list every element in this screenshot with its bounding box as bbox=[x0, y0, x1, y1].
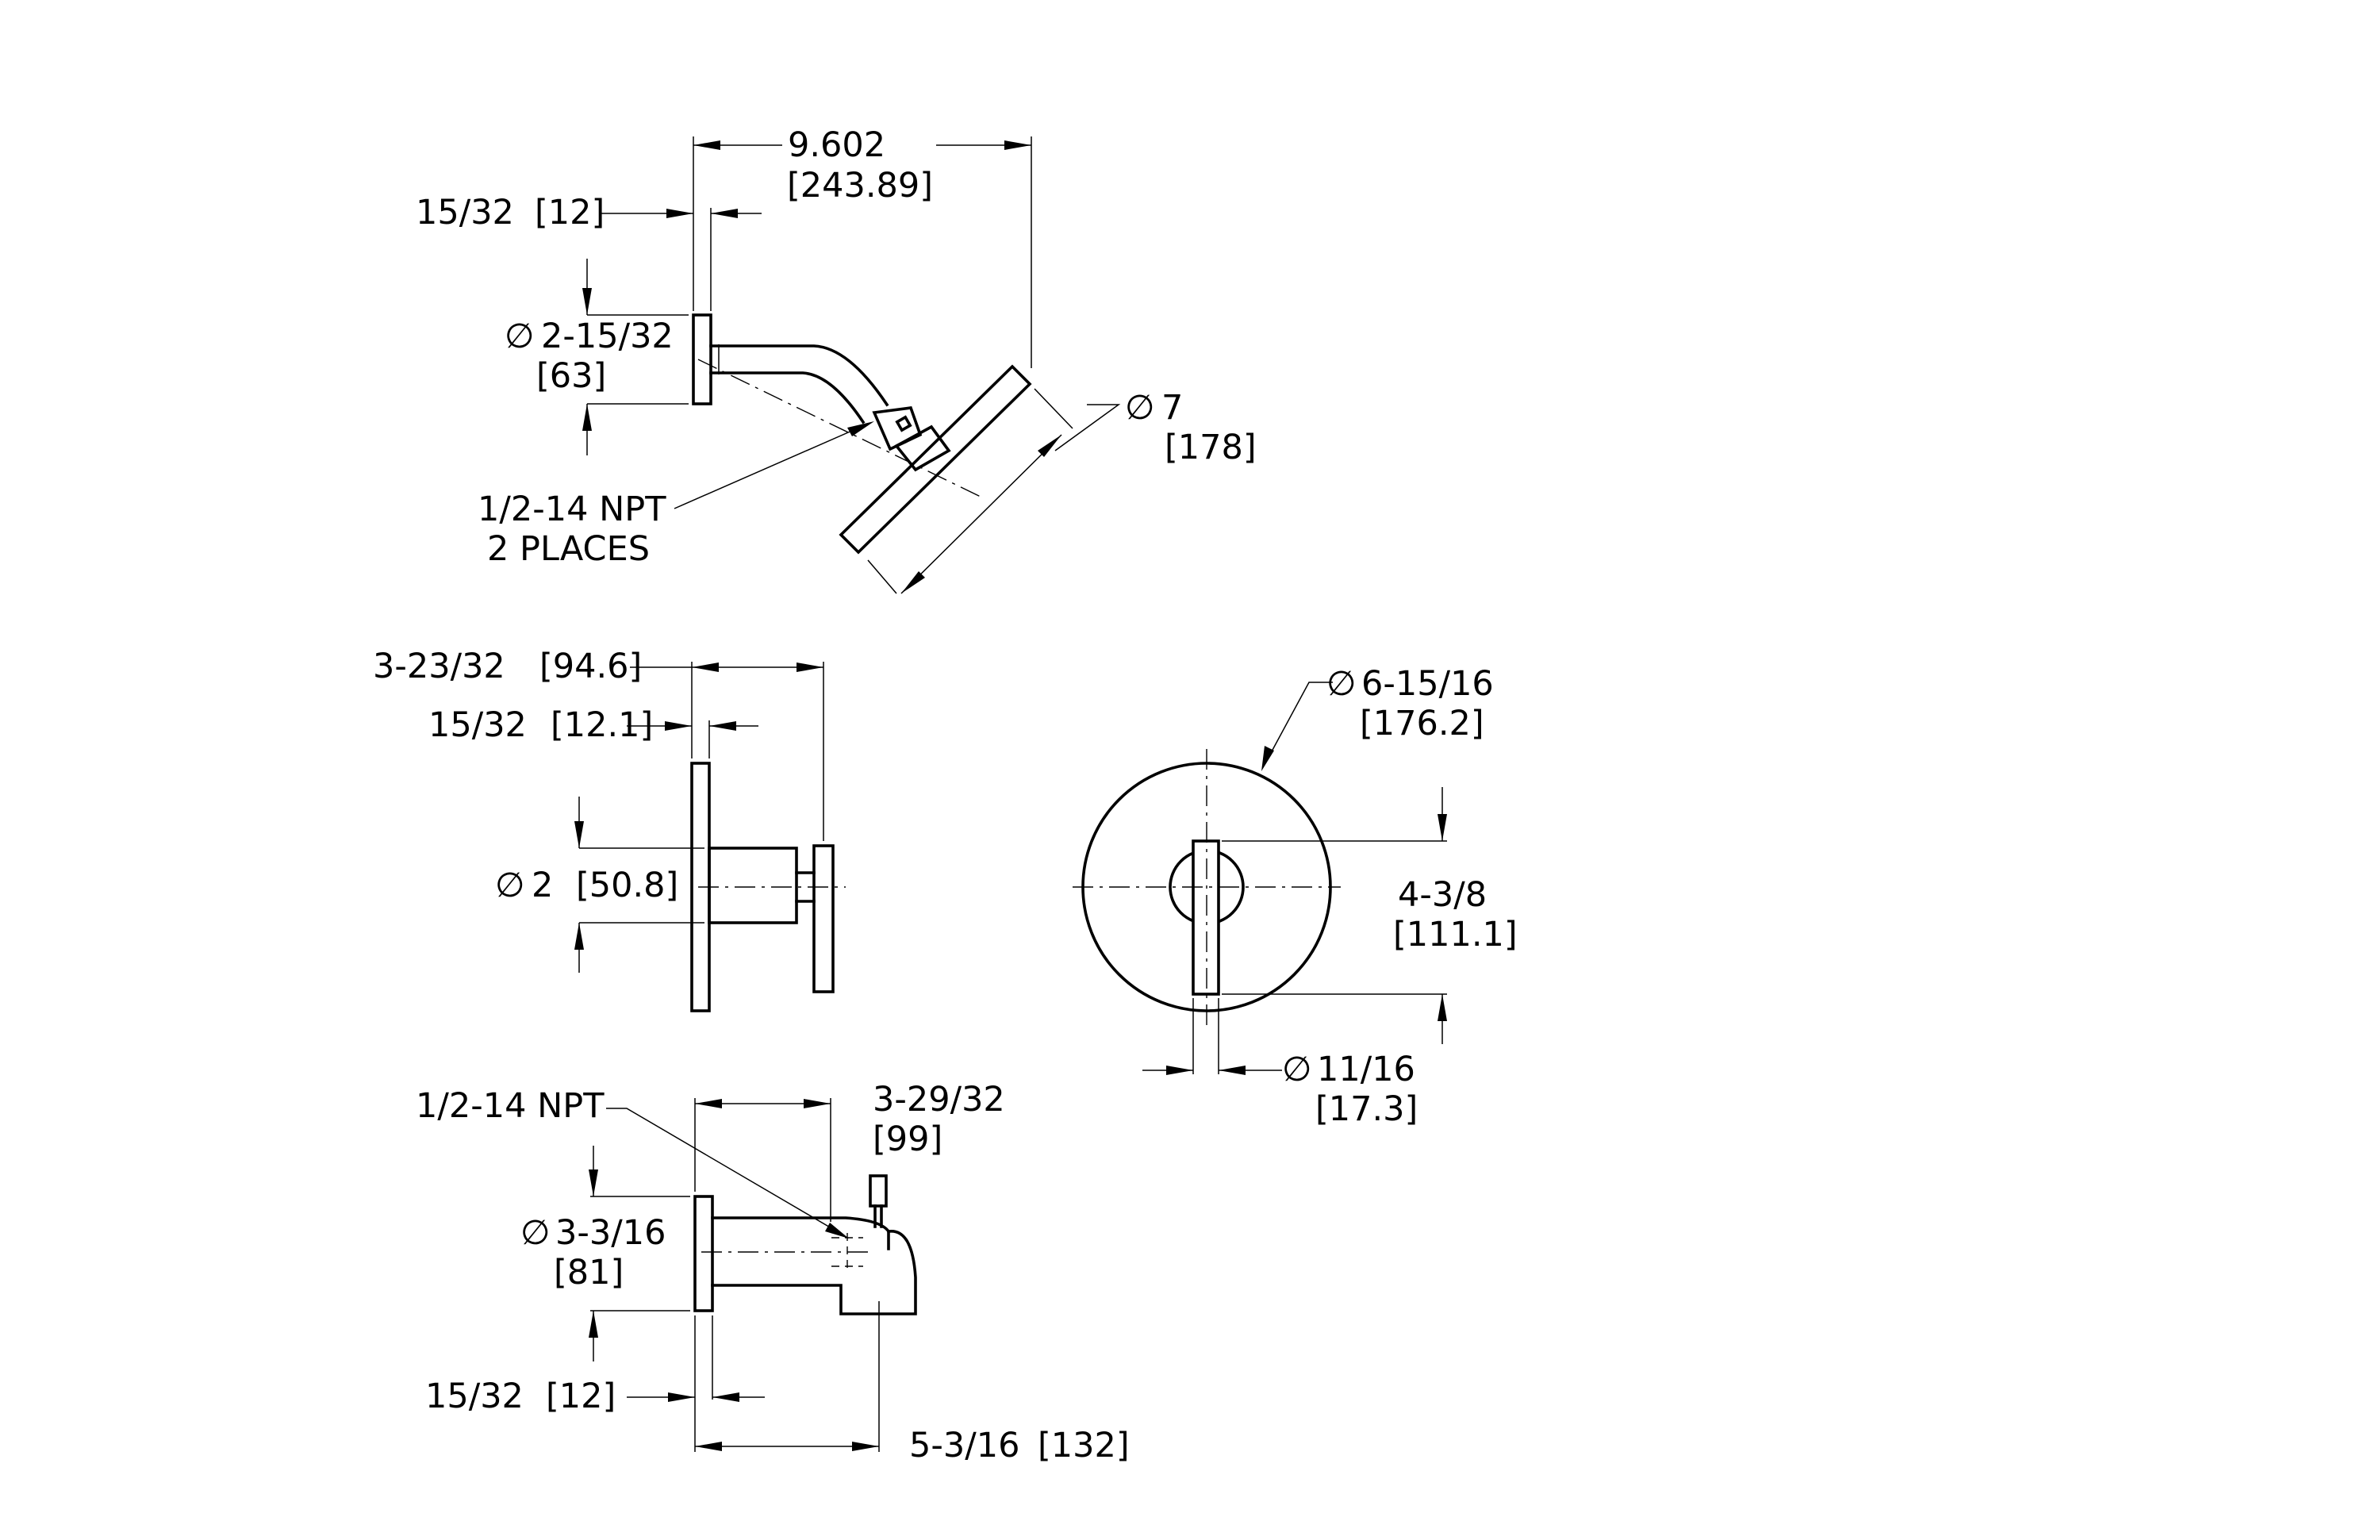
handle-width-mm-label: [17.3] bbox=[1315, 1089, 1418, 1129]
spout-length-label: 5-3/16 bbox=[909, 1426, 1019, 1465]
shower-flange-thickness-mm-label: [12] bbox=[535, 193, 605, 232]
diameter-symbol: ∅ bbox=[1125, 388, 1154, 428]
arm-length-mm-label: [243.89] bbox=[787, 166, 933, 205]
valve-front-view bbox=[1073, 682, 1447, 1075]
spout-flange-thickness-label: 15/32 bbox=[425, 1377, 524, 1416]
valve-side-view bbox=[574, 662, 846, 1012]
plate-diameter-mm-label: [176.2] bbox=[1360, 704, 1484, 743]
valve-depth-mm-label: [94.6] bbox=[539, 647, 642, 686]
spout-flange-diameter-label: 3-3/16 bbox=[555, 1213, 666, 1253]
handle-length-mm-label: [111.1] bbox=[1393, 915, 1518, 954]
shower-arm-top bbox=[709, 344, 889, 407]
outlet-offset-label: 3-29/32 bbox=[873, 1080, 1005, 1119]
spout-length-mm-label: [132] bbox=[1038, 1426, 1130, 1465]
shower-collar bbox=[894, 424, 951, 472]
diverter-knob bbox=[869, 1174, 888, 1208]
hub-diameter-label: 2 bbox=[532, 866, 553, 905]
valve-plate-thickness-mm-label: [12.1] bbox=[551, 705, 653, 745]
shower-flange bbox=[692, 313, 712, 405]
outlet-offset-mm-label: [99] bbox=[873, 1119, 942, 1159]
valve-depth-label: 3-23/32 bbox=[373, 647, 505, 686]
valve-handle-front bbox=[1192, 839, 1220, 996]
head-diameter-mm-label: [178] bbox=[1165, 428, 1257, 467]
shower-arm-bottom bbox=[709, 371, 866, 424]
arm-length-label: 9.602 bbox=[788, 125, 885, 165]
spout-flange-diameter-mm-label: [81] bbox=[554, 1253, 624, 1292]
shower-head-view bbox=[582, 136, 1121, 594]
spout-flange bbox=[693, 1195, 714, 1312]
head-diameter-label: 7 bbox=[1161, 388, 1183, 428]
diameter-symbol: ∅ bbox=[505, 317, 534, 356]
shower-flange-thickness-label: 15/32 bbox=[416, 193, 514, 232]
diameter-symbol: ∅ bbox=[495, 866, 524, 905]
spout-body-top bbox=[711, 1216, 890, 1250]
shower-head-plate bbox=[839, 364, 1032, 555]
shower-thread-places-note: 2 PLACES bbox=[487, 529, 650, 569]
valve-handle-side bbox=[812, 844, 835, 993]
handle-length-label: 4-3/8 bbox=[1398, 875, 1487, 915]
shower-thread-note: 1/2-14 NPT bbox=[478, 490, 666, 529]
shower-ball-joint bbox=[872, 406, 923, 451]
shower-flange-diameter-mm-label: [63] bbox=[536, 356, 606, 396]
hub-diameter-mm-label: [50.8] bbox=[576, 866, 678, 905]
diameter-symbol: ∅ bbox=[520, 1213, 550, 1253]
plate-diameter-label: 6-15/16 bbox=[1361, 664, 1494, 704]
shower-flange-diameter-label: 2-15/32 bbox=[541, 317, 674, 356]
diameter-symbol: ∅ bbox=[1326, 664, 1356, 704]
valve-hub bbox=[708, 847, 798, 924]
spout-thread-note: 1/2-14 NPT bbox=[416, 1086, 605, 1126]
diameter-symbol: ∅ bbox=[1282, 1050, 1311, 1089]
valve-plate-thickness-label: 15/32 bbox=[428, 705, 527, 745]
spout-flange-thickness-mm-label: [12] bbox=[546, 1377, 616, 1416]
tub-spout-view bbox=[589, 1098, 917, 1452]
handle-width-label: 11/16 bbox=[1317, 1050, 1415, 1089]
spout-body-bottom bbox=[711, 1230, 917, 1315]
